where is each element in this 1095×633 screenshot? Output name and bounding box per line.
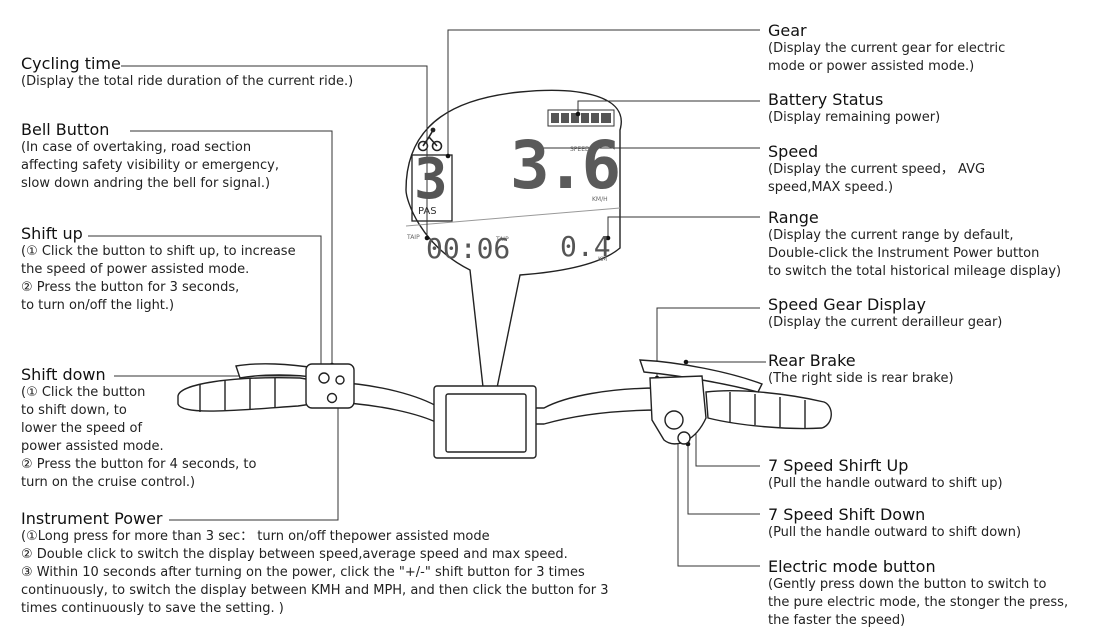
- annotation-title: 7 Speed Shift Down: [768, 505, 926, 524]
- leader-battery: [577, 100, 760, 114]
- annotation-gear: Gear (Display the current gear for elect…: [768, 21, 1005, 76]
- annotation-title: Battery Status: [768, 90, 884, 109]
- annotation-title: Speed Gear Display: [768, 295, 926, 314]
- battery-bars: [547, 109, 615, 127]
- range-value: 0.4: [560, 230, 611, 263]
- pas-label: PAS: [418, 206, 437, 217]
- annotation-title: Speed: [768, 142, 819, 161]
- annotation-line: (① Click the button to shift up, to incr…: [21, 244, 296, 259]
- annotation-line: Double-click the Instrument Power button: [768, 246, 1040, 261]
- speed-unit: KM/H: [592, 196, 608, 203]
- screen-divider: [405, 207, 621, 227]
- annotation-title: Electric mode button: [768, 557, 936, 576]
- time-value: 00:06: [426, 232, 511, 265]
- annotation-title: Gear: [768, 21, 807, 40]
- annotation-line: to switch the total historical mileage d…: [768, 264, 1062, 279]
- gear-box: [411, 154, 453, 222]
- annotation-battery-status: Battery Status (Display remaining power): [768, 90, 940, 127]
- leader-instrument-power: [169, 406, 339, 521]
- annotation-line: (Pull the handle outward to shift up): [768, 476, 1003, 491]
- annotation-electric-mode: Electric mode button (Gently press down …: [768, 557, 1068, 630]
- leader-range: [607, 216, 760, 238]
- annotation-title: 7 Speed Shirft Up: [768, 456, 909, 475]
- leader-7-speed-down: [687, 444, 760, 515]
- annotation-line: to shift down, to: [21, 403, 127, 418]
- annotation-line: lower the speed of: [21, 421, 143, 436]
- annotation-title: Shift down: [21, 365, 106, 384]
- annotation-7-speed-down: 7 Speed Shift Down (Pull the handle outw…: [768, 505, 1021, 542]
- annotation-line: (Gently press down the button to switch …: [768, 577, 1047, 592]
- annotation-title: Instrument Power: [21, 509, 163, 528]
- annotation-line: speed,MAX speed.): [768, 180, 894, 195]
- annotation-shift-down: Shift down (① Click the button to shift …: [21, 365, 256, 492]
- annotation-line: (Display remaining power): [768, 110, 941, 125]
- annotation-line: the faster the speed): [768, 613, 906, 628]
- annotation-line: (In case of overtaking, road section: [21, 140, 252, 155]
- annotation-title: Bell Button: [21, 120, 110, 139]
- annotation-line: continuously, to switch the display betw…: [21, 583, 609, 598]
- annotation-bell-button: Bell Button (In case of overtaking, road…: [21, 120, 279, 193]
- magnified-display-bubble: [405, 89, 622, 433]
- annotation-range: Range (Display the current range by defa…: [768, 208, 1061, 281]
- annotation-line: mode or power assisted mode.): [768, 59, 975, 74]
- annotation-line: ② Double click to switch the display bet…: [21, 547, 568, 562]
- gear-value: 3: [414, 147, 448, 212]
- annotation-line: (Display the current range by default,: [768, 228, 1014, 243]
- annotation-line: (①Long press for more than 3 sec： turn o…: [21, 529, 490, 544]
- annotation-rear-brake: Rear Brake (The right side is rear brake…: [768, 351, 954, 388]
- leader-shift-up: [88, 235, 322, 370]
- annotation-line: (The right side is rear brake): [768, 371, 954, 386]
- annotation-line: (① Click the button: [21, 385, 146, 400]
- annotation-line: affecting safety visibility or emergency…: [21, 158, 280, 173]
- leader-speed-gear-display: [656, 307, 760, 378]
- leader-bell-button: [130, 130, 333, 365]
- range-unit: KM: [598, 256, 608, 263]
- trip-label-right: TAIP: [496, 236, 509, 243]
- annotation-line: (Display the total ride duration of the …: [21, 74, 354, 89]
- bicycle-icon: [417, 127, 443, 152]
- annotation-line: slow down andring the bell for signal.): [21, 176, 271, 191]
- annotation-speed-gear-display: Speed Gear Display (Display the current …: [768, 295, 1002, 332]
- annotation-line: turn on the cruise control.): [21, 475, 196, 490]
- annotation-title: Rear Brake: [768, 351, 856, 370]
- annotation-7-speed-up: 7 Speed Shirft Up (Pull the handle outwa…: [768, 456, 1003, 493]
- annotation-line: ② Press the button for 4 seconds, to: [21, 457, 257, 472]
- right-shifter: [649, 375, 707, 445]
- annotation-line: (Display the current gear for electric: [768, 41, 1006, 56]
- leader-electric-mode: [677, 410, 760, 567]
- annotation-line: the pure electric mode, the stonger the …: [768, 595, 1069, 610]
- leader-gear: [447, 29, 760, 156]
- speed-label: SPEED: [570, 146, 590, 153]
- annotation-instrument-power: Instrument Power (①Long press for more t…: [21, 509, 609, 618]
- annotation-title: Shift up: [21, 224, 83, 243]
- annotation-line: power assisted mode.: [21, 439, 164, 454]
- speed-value: 3.6: [510, 127, 621, 204]
- annotation-line: (Display the current speed， AVG: [768, 162, 986, 177]
- leader-cycling-time: [121, 65, 428, 238]
- annotation-line: ③ Within 10 seconds after turning on the…: [21, 565, 585, 580]
- leader-lines: [88, 29, 766, 567]
- annotation-line: (Display the current derailleur gear): [768, 315, 1003, 330]
- left-control-pod: [305, 363, 355, 409]
- annotation-cycling-time: Cycling time (Display the total ride dur…: [21, 54, 353, 91]
- lcd-screen: [405, 109, 621, 227]
- annotation-line: times continuously to save the setting. …: [21, 601, 284, 616]
- annotation-line: the speed of power assisted mode.: [21, 262, 250, 277]
- right-grip: [705, 390, 832, 430]
- annotation-speed: Speed (Display the current speed， AVG sp…: [768, 142, 985, 197]
- handlebar: [177, 359, 832, 459]
- trip-label-left: TAIP: [407, 234, 420, 241]
- annotation-line: ② Press the button for 3 seconds,: [21, 280, 240, 295]
- annotation-line: to turn on/off the light.): [21, 298, 175, 313]
- annotation-title: Cycling time: [21, 54, 121, 73]
- annotation-line: (Pull the handle outward to shift down): [768, 525, 1022, 540]
- annotation-shift-up: Shift up (① Click the button to shift up…: [21, 224, 296, 315]
- leader-7-speed-up: [695, 430, 760, 467]
- annotation-title: Range: [768, 208, 819, 227]
